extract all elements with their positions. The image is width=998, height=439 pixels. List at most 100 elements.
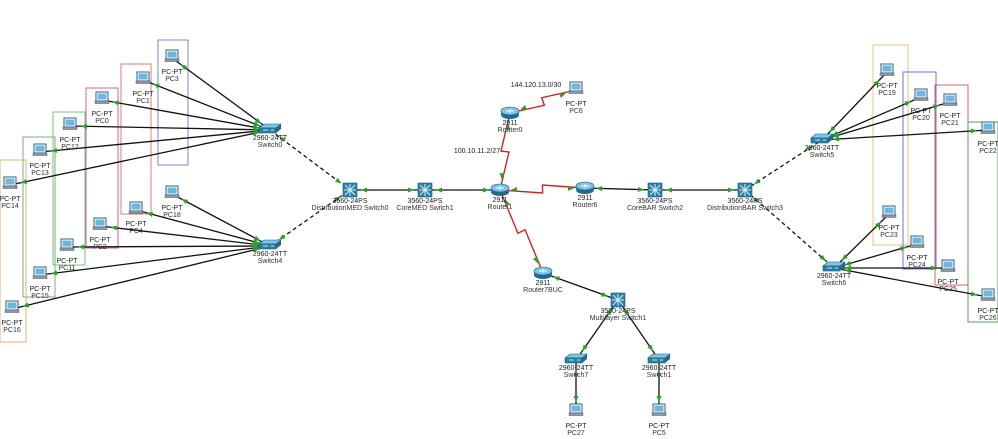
link-router1-router0[interactable] <box>499 112 511 191</box>
device-name-label: PC23 <box>880 232 898 239</box>
device-router1[interactable] <box>490 183 510 196</box>
link-pc1-switch0[interactable] <box>142 79 271 131</box>
device-distmed[interactable] <box>342 182 358 198</box>
device-model-label: PC-PT <box>879 225 901 232</box>
network-devices: PC-PTPC3PC-PTPC1PC-PTPC0PC-PTPC12PC-PTPC… <box>0 49 998 437</box>
link-router6-corebar[interactable] <box>584 187 656 191</box>
device-pc6[interactable] <box>568 81 584 94</box>
device-coremed[interactable] <box>417 182 433 198</box>
link-switch5-pc21[interactable] <box>821 101 951 141</box>
device-name-label: Switch1 <box>647 372 672 379</box>
link-status-up-icon <box>146 211 154 217</box>
device-pc22[interactable] <box>980 121 996 134</box>
device-pc27[interactable] <box>568 403 584 416</box>
link-pc2-switch4[interactable] <box>99 225 271 247</box>
link-router1-router7[interactable] <box>499 189 544 274</box>
device-pc21[interactable] <box>942 93 958 106</box>
device-router7[interactable] <box>533 266 553 279</box>
device-pc23[interactable] <box>881 205 897 218</box>
device-model-label: PC-PT <box>978 308 998 315</box>
link-pc11-switch4[interactable] <box>66 245 271 248</box>
device-name-label: PC19 <box>878 90 896 97</box>
link-status-up-icon <box>656 370 662 376</box>
device-switch0[interactable] <box>258 123 282 134</box>
device-pc13[interactable] <box>32 143 48 156</box>
pc-icon <box>32 266 48 279</box>
device-name-label: Router0 <box>498 127 523 134</box>
link-switch5-pc20[interactable] <box>821 96 922 141</box>
link-pc13-switch0[interactable] <box>39 129 271 153</box>
device-model-label: 2960-24TT <box>817 273 852 280</box>
link-pc15-switch4[interactable] <box>39 245 271 276</box>
device-pc0[interactable] <box>94 91 110 104</box>
device-pc3[interactable] <box>164 49 180 62</box>
device-pc14[interactable] <box>2 176 18 189</box>
device-pc25[interactable] <box>940 259 956 272</box>
device-switch4[interactable] <box>258 239 282 250</box>
device-pc15[interactable] <box>32 266 48 279</box>
device-router6[interactable] <box>575 181 595 194</box>
device-pc1[interactable] <box>135 71 151 84</box>
pc-icon <box>4 300 20 313</box>
link-distbar-switch6[interactable] <box>744 189 835 269</box>
device-pc20[interactable] <box>913 88 929 101</box>
router-icon <box>575 181 595 194</box>
device-pc26[interactable] <box>980 288 996 301</box>
device-switch5[interactable] <box>810 133 834 144</box>
link-router1-router6[interactable] <box>499 184 586 194</box>
link-status-up-icon <box>532 256 538 264</box>
pc-icon <box>881 205 897 218</box>
device-model-label: PC-PT <box>938 279 960 286</box>
device-pc2[interactable] <box>92 217 108 230</box>
multilayer-switch-icon <box>610 292 626 308</box>
link-pc3-switch0[interactable] <box>171 57 271 131</box>
device-corebar[interactable] <box>647 182 663 198</box>
device-model-label: PC-PT <box>566 101 588 108</box>
device-model-label: 3560-24PS <box>637 198 672 205</box>
link-pc14-switch0[interactable] <box>9 129 271 186</box>
link-status-up-icon <box>408 187 414 193</box>
device-pc12[interactable] <box>62 117 78 130</box>
link-switch5-pc22[interactable] <box>821 129 989 141</box>
device-pc4[interactable] <box>128 201 144 214</box>
device-model-label: 3560-24PS <box>332 198 367 205</box>
device-pc16[interactable] <box>4 300 20 313</box>
link-pc16-switch4[interactable] <box>11 245 271 310</box>
device-pc24[interactable] <box>909 235 925 248</box>
device-switch7[interactable] <box>564 353 588 364</box>
link-pc18-switch4[interactable] <box>171 193 271 247</box>
device-model-label: PC-PT <box>92 111 114 118</box>
device-model-label: 2911 <box>577 195 592 202</box>
link-status-up-icon <box>606 309 612 316</box>
device-mlsw1[interactable] <box>610 292 626 308</box>
device-switch6[interactable] <box>822 261 846 272</box>
device-distbar[interactable] <box>737 182 753 198</box>
device-model-label: PC-PT <box>126 221 148 228</box>
link-pc4-switch4[interactable] <box>135 209 271 247</box>
link-switch6-pc26[interactable] <box>833 267 989 298</box>
device-model-label: PC-PT <box>30 163 52 170</box>
pc-icon <box>568 81 584 94</box>
link-status-up-icon <box>180 64 188 71</box>
device-model-label: 2911 <box>535 280 550 287</box>
link-router0-pc6[interactable] <box>509 89 577 114</box>
device-model-label: 2911 <box>492 197 507 204</box>
link-pc0-switch0[interactable] <box>101 99 271 131</box>
device-name-label: PC5 <box>652 430 666 437</box>
pc-icon <box>980 288 996 301</box>
link-status-up-icon <box>970 291 978 297</box>
device-switch1[interactable] <box>647 353 671 364</box>
device-name-label: PC13 <box>31 170 49 177</box>
device-pc11[interactable] <box>59 238 75 251</box>
device-router0[interactable] <box>500 106 520 119</box>
device-pc18[interactable] <box>164 185 180 198</box>
link-pc12-switch0[interactable] <box>69 125 271 131</box>
vlan-area-box <box>157 39 189 166</box>
device-model-label: PC-PT <box>907 255 929 262</box>
device-pc19[interactable] <box>879 63 895 76</box>
switch-icon <box>647 353 671 364</box>
device-model-label: PC-PT <box>90 237 112 244</box>
device-pc5[interactable] <box>651 403 667 416</box>
device-name-label: Multilayer Switch1 <box>590 315 647 322</box>
